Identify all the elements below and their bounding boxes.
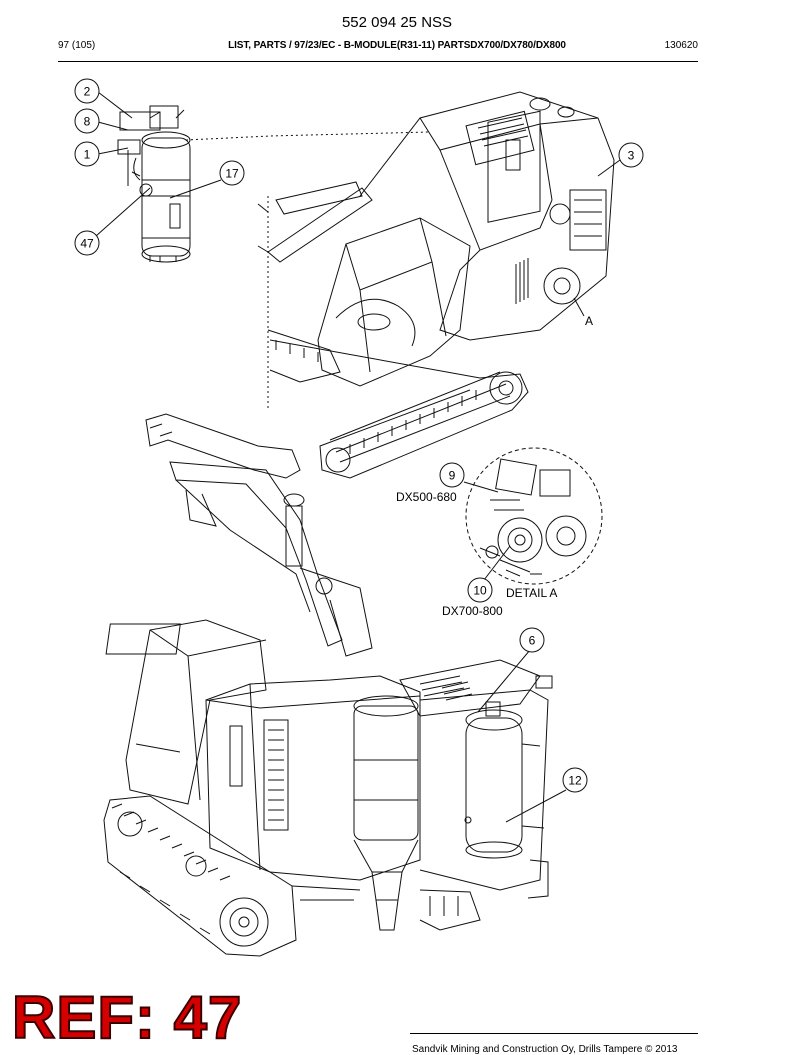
page-reference: 97 (105): [58, 40, 96, 51]
model-label-dx500: DX500-680: [396, 490, 457, 504]
date-code: 130620: [664, 40, 698, 51]
svg-text:17: 17: [225, 167, 239, 181]
footer-rule: [410, 1033, 698, 1034]
callout-3: 3: [618, 142, 644, 168]
document-number: 552 094 25 NSS: [341, 14, 453, 31]
svg-text:6: 6: [529, 634, 536, 648]
svg-text:1: 1: [84, 148, 91, 162]
header-rule: [58, 61, 698, 62]
lower-drill-rig-drawing: [103, 413, 553, 957]
callout-leaders-top: [95, 91, 621, 237]
detail-a-marker: A: [585, 314, 593, 328]
detail-a-caption: DETAIL A: [506, 586, 557, 600]
svg-text:47: 47: [80, 237, 94, 251]
callout-leader-9: [463, 481, 499, 493]
callout-2: 2: [74, 78, 100, 104]
svg-text:12: 12: [568, 774, 582, 788]
callout-9: 9: [439, 462, 465, 488]
detail-a-view: [465, 447, 603, 585]
ref-stamp: REF: 47: [11, 984, 243, 1051]
callout-10: 10: [467, 577, 493, 603]
svg-text:9: 9: [449, 469, 456, 483]
callout-leader-6: [477, 649, 531, 713]
extinguisher-assembly-drawing: [117, 105, 191, 263]
model-label-dx700: DX700-800: [442, 604, 503, 618]
callout-17: 17: [219, 160, 245, 186]
dotted-reference-line: [185, 131, 431, 141]
footer-copyright: Sandvik Mining and Construction Oy, Dril…: [412, 1044, 678, 1055]
parts-list-title: LIST, PARTS / 97/23/EC - B-MODULE(R31-11…: [228, 40, 566, 51]
detail-a-leader: [573, 297, 585, 317]
callout-6: 6: [519, 627, 545, 653]
svg-text:8: 8: [84, 115, 91, 129]
callout-leader-12: [505, 789, 567, 823]
svg-text:2: 2: [84, 85, 91, 99]
callout-47: 47: [74, 230, 100, 256]
svg-text:3: 3: [628, 149, 635, 163]
callout-leader-10: [483, 545, 511, 581]
callout-1: 1: [74, 141, 100, 167]
upper-drill-rig-drawing: [257, 91, 615, 479]
svg-text:10: 10: [473, 584, 487, 598]
callout-8: 8: [74, 108, 100, 134]
callout-12: 12: [562, 767, 588, 793]
